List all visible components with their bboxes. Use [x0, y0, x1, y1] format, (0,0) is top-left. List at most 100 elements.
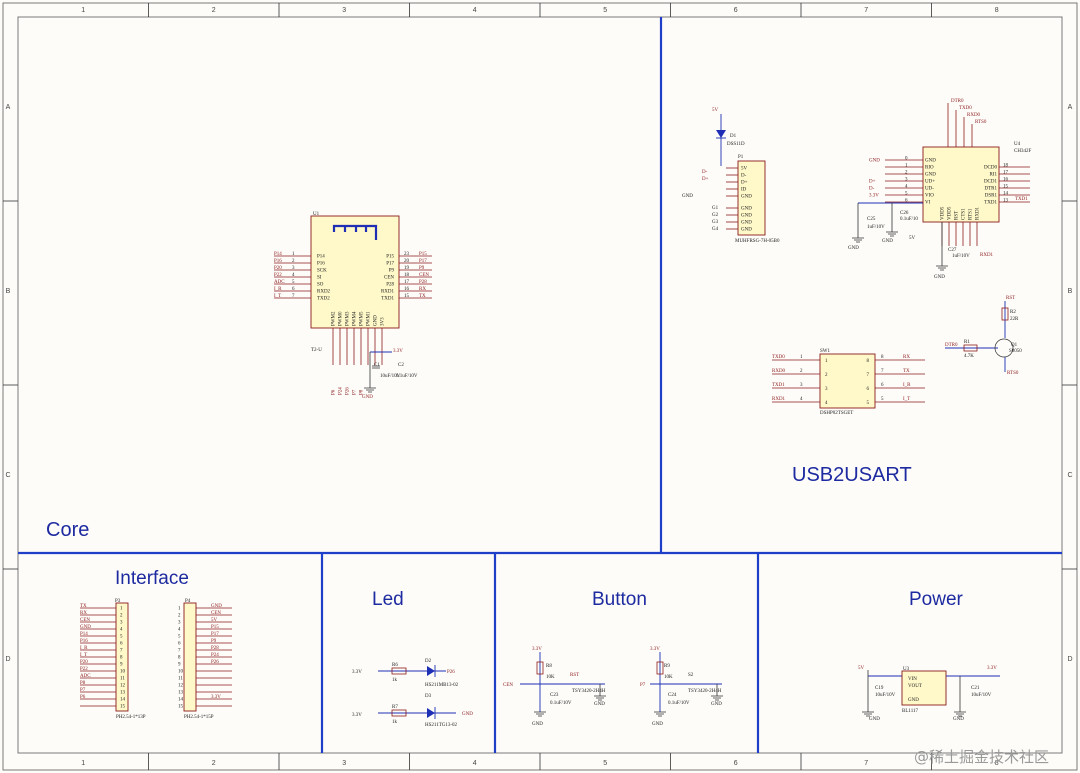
u1-net-label: P6 — [332, 389, 337, 395]
btn-c1-val: 0.1uF/10V — [550, 701, 572, 706]
pwr-vout: 3.3V — [987, 666, 997, 671]
usb-gnd-label: GND — [682, 194, 693, 199]
sw1-pin-number: 6 — [881, 383, 884, 388]
u1-pin-name: P16 — [317, 262, 325, 267]
usb-shield-label: G2 — [712, 213, 719, 218]
section-title-button: Button — [592, 589, 647, 610]
u1-body — [310, 215, 400, 329]
sw1-part: DSHP02TSGET — [820, 411, 853, 416]
p3-net-label: I_T — [80, 653, 87, 658]
q1-r2-val: 22R — [1010, 317, 1019, 322]
p3-part: PH2.54-1*13P — [116, 715, 146, 720]
u1-pin-name: SCK — [317, 269, 327, 274]
pwr-gnd2: GND — [953, 717, 964, 722]
led-circuit: 3.3V R6 1k D2 P26 HS211MB13-02 3.3V R7 1… — [352, 659, 473, 728]
ch342-pin-number: 5 — [905, 192, 908, 197]
usb-pin-name: GND — [741, 207, 752, 212]
sw1-net-label: I_T — [903, 397, 910, 402]
led-n2: GND — [462, 712, 473, 717]
ruler-col-label: 7 — [864, 760, 868, 767]
sw1-pin-number: 1 — [800, 355, 803, 360]
ruler-row-label: B — [6, 288, 11, 295]
q1-r2: R2 — [1010, 310, 1016, 315]
ruler-col-label: 6 — [734, 760, 738, 767]
u1-net-label: P20 — [274, 266, 282, 271]
led-d1: D2 — [425, 659, 432, 664]
u1-net-label: P22 — [274, 273, 282, 278]
usb-vin: 5V — [712, 108, 719, 113]
u1-pin-name: 3V3 — [381, 317, 386, 326]
sw1-pin-number: 8 — [867, 359, 870, 364]
p3-pin-number: 5 — [120, 635, 123, 640]
p3-pin-number: 15 — [120, 705, 126, 710]
p3-pin-number: 6 — [120, 642, 123, 647]
sw1-pin-number: 3 — [825, 387, 828, 392]
q1-val: S8050 — [1009, 349, 1022, 354]
u1-pin-name: PWM0 — [339, 311, 344, 326]
u1-pin-name: P14 — [317, 255, 325, 260]
p4-pins: 123456789101112131415GNDCEN5VP15P17P9P28… — [178, 604, 232, 710]
ch342-net-label: D- — [869, 187, 875, 192]
pwr-c1: C19 — [875, 686, 884, 691]
u1-cap2-val: 0.1uF/10V — [396, 374, 418, 379]
usb-pin-name: D+ — [741, 181, 748, 186]
usb-conn-part: MUHFRSG-7H-05B0 — [735, 239, 780, 244]
p4-body — [183, 602, 197, 712]
usb-pin-name: 5V — [741, 167, 748, 172]
led-d2-part: HS211TG13-02 — [425, 723, 458, 728]
btn-r2: R9 — [664, 664, 670, 669]
p4-net-label: 5V — [211, 618, 218, 623]
ch342-pin-number: 15 — [1003, 185, 1009, 190]
q1-r1: R1 — [964, 340, 970, 345]
pwr-pin-in: VIN — [908, 677, 917, 682]
ch342-pin-name: RI1 — [990, 173, 998, 178]
u1-pin-number: 16 — [404, 287, 410, 292]
ch342-net-label: RXD0 — [967, 113, 981, 118]
antenna-icon — [332, 224, 378, 240]
sw1-body — [819, 353, 876, 409]
r2-body — [1001, 307, 1009, 321]
p4-net-label: P28 — [211, 646, 219, 651]
btn-r8-body — [536, 661, 544, 675]
u1-net-label: P16 — [274, 259, 282, 264]
ch342-pin-number: 0 — [905, 157, 908, 162]
sw1-pin-number: 6 — [867, 387, 870, 392]
p3-pin-number: 1 — [120, 607, 123, 612]
ch342-pin-name: UD- — [925, 187, 934, 192]
ch342-pin-name: DTR1 — [985, 187, 998, 192]
p4-pin-number: 1 — [178, 607, 181, 612]
btn-c2-val: 0.1uF/10V — [668, 701, 690, 706]
ruler-col-label: 5 — [603, 7, 607, 14]
pwr-pin-gnd: GND — [908, 698, 919, 703]
u1-net-label: TX — [419, 294, 426, 299]
ruler-col-label: 3 — [342, 7, 346, 14]
u1-pin-name: P17 — [386, 262, 394, 267]
p4-pin-number: 5 — [178, 635, 181, 640]
ch342-pin-name: TXD1 — [984, 201, 997, 206]
led-d2: D3 — [425, 694, 432, 699]
u1-pin-name: P9 — [389, 269, 395, 274]
p3-pin-number: 8 — [120, 656, 123, 661]
ch342-ref: U4 — [1014, 142, 1021, 147]
p4-net-label: P17 — [211, 632, 219, 637]
p3-ref: P3 — [115, 599, 121, 604]
ch342-rxd1: RXD1 — [980, 253, 994, 258]
ch342-pin-number: 17 — [1003, 171, 1009, 176]
sw1-net-label: TXD0 — [772, 355, 785, 360]
ch342-net-label: GND — [869, 159, 880, 164]
ch342-pin-number: 6 — [905, 199, 908, 204]
u1-pin-name: PWM3 — [346, 311, 351, 326]
p4-ref: P4 — [185, 599, 191, 604]
led-d3-icon — [427, 708, 435, 718]
btn-s2: S2 — [688, 673, 694, 678]
pwr-ref: U3 — [903, 667, 910, 672]
ruler-row-label: A — [1068, 104, 1073, 111]
ch342-pin-name: RXD1 — [976, 206, 981, 220]
p3-net-label: P6 — [80, 695, 86, 700]
usb-pin-name: GND — [741, 221, 752, 226]
ch342-pin-name: DCD0 — [984, 166, 998, 171]
p4-net-label: 3.3V — [211, 695, 221, 700]
